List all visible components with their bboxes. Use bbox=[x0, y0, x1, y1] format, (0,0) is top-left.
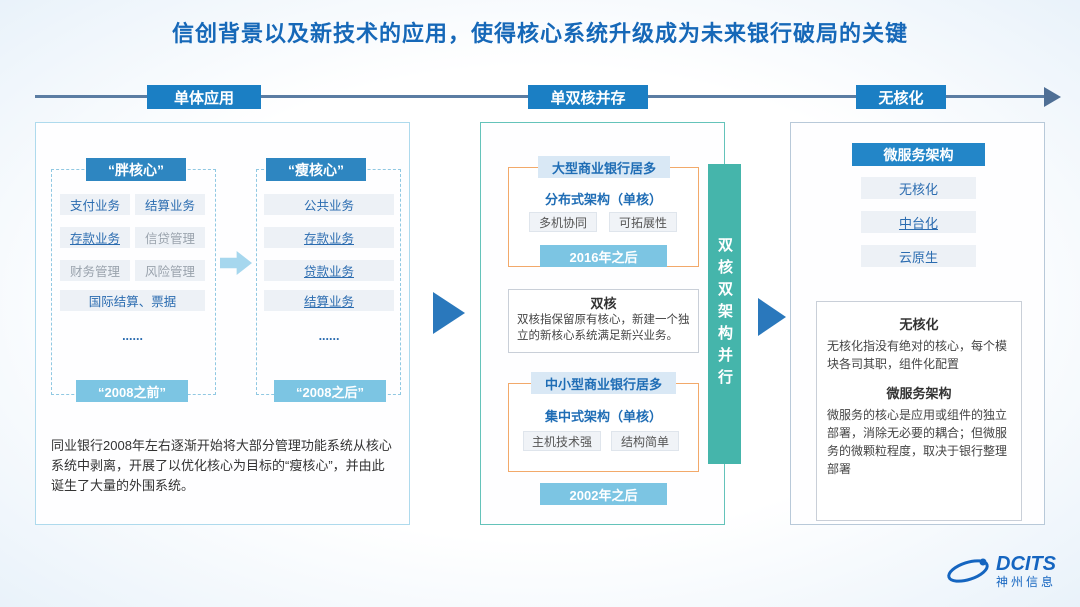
thin-core-item: 存款业务 bbox=[264, 227, 394, 248]
panel-dual-core: 大型商业银行居多 分布式架构（单核） 多机协同 可拓展性 2016年之后 双核 … bbox=[480, 122, 725, 525]
small-bank-feature: 结构简单 bbox=[611, 431, 679, 451]
small-bank-header: 中小型商业银行居多 bbox=[531, 372, 676, 394]
fat-core-item: 支付业务 bbox=[60, 194, 130, 215]
coreless-item: 无核化 bbox=[861, 177, 976, 199]
fat-core-item: 国际结算、票据 bbox=[60, 290, 205, 311]
stage-label-dual-core: 单双核并存 bbox=[528, 85, 648, 109]
dual-core-description: 双核指保留原有核心，新建一个独立的新核心系统满足新兴业务。 bbox=[517, 314, 690, 342]
thin-core-item: 结算业务 bbox=[264, 290, 394, 311]
coreless-item: 云原生 bbox=[861, 245, 976, 267]
dcits-company: 神州信息 bbox=[996, 575, 1057, 589]
fat-core-item: 信贷管理 bbox=[135, 227, 205, 248]
thin-core-item: 公共业务 bbox=[264, 194, 394, 215]
microservice-title: 微服务架构 bbox=[886, 386, 952, 401]
large-bank-period: 2016年之后 bbox=[540, 245, 667, 267]
coreless-item: 中台化 bbox=[861, 211, 976, 233]
large-bank-header: 大型商业银行居多 bbox=[538, 156, 670, 178]
large-bank-architecture: 分布式架构（单核） bbox=[544, 192, 662, 207]
fat-core-item: 风险管理 bbox=[135, 260, 205, 281]
small-bank-box bbox=[508, 383, 699, 472]
fat-core-period: “2008之前” bbox=[76, 380, 188, 402]
coreless-description: 无核化指没有绝对的核心，每个模块各司其职，组件化配置 bbox=[827, 339, 1008, 371]
dcits-brand: DCITS bbox=[996, 553, 1056, 575]
fat-core-item: 财务管理 bbox=[60, 260, 130, 281]
dual-architecture-banner: 双核双架构并行 bbox=[708, 164, 741, 464]
stage1-note: 同业银行2008年左右逐渐开始将大部分管理功能系统从核心系统中剥离，开展了以优化… bbox=[51, 438, 392, 494]
panel-coreless: 微服务架构 无核化 中台化 云原生 无核化 无核化指没有绝对的核心，每个模块各司… bbox=[790, 122, 1045, 525]
fat-core-title: “胖核心” bbox=[86, 158, 186, 181]
thin-core-item: 贷款业务 bbox=[264, 260, 394, 281]
thin-core-period: “2008之后” bbox=[274, 380, 386, 402]
dual-core-box: 双核 双核指保留原有核心，新建一个独立的新核心系统满足新兴业务。 bbox=[508, 289, 699, 353]
small-bank-architecture: 集中式架构（单核） bbox=[544, 409, 662, 424]
microservice-architecture-header: 微服务架构 bbox=[852, 143, 985, 166]
coreless-title: 无核化 bbox=[899, 317, 939, 332]
coreless-description-box: 无核化 无核化指没有绝对的核心，每个模块各司其职，组件化配置 微服务架构 微服务… bbox=[816, 301, 1022, 521]
flow-arrow-icon bbox=[758, 298, 786, 336]
arrowhead-icon bbox=[1044, 87, 1061, 107]
flow-arrow-icon bbox=[433, 292, 465, 334]
thin-core-title: “瘦核心” bbox=[266, 158, 366, 181]
small-bank-period: 2002年之后 bbox=[540, 483, 667, 505]
page-title: 信创背景以及新技术的应用，使得核心系统升级成为未来银行破局的关键 bbox=[171, 21, 908, 46]
dcits-logo-icon bbox=[947, 558, 989, 583]
dcits-logo: DCITS 神州信息 bbox=[945, 554, 1056, 588]
panel-monolithic: “胖核心” “瘦核心” 支付业务 结算业务 存款业务 信贷管理 财务管理 风险管… bbox=[35, 122, 410, 525]
large-bank-feature: 多机协同 bbox=[529, 212, 597, 232]
thin-core-ellipsis: ...... bbox=[318, 328, 340, 343]
fat-core-ellipsis: ...... bbox=[122, 328, 143, 343]
stage-label-monolithic: 单体应用 bbox=[147, 85, 261, 109]
fat-core-item: 结算业务 bbox=[135, 194, 205, 215]
fat-core-item: 存款业务 bbox=[60, 227, 130, 248]
dual-core-title: 双核 bbox=[590, 296, 617, 311]
small-bank-feature: 主机技术强 bbox=[523, 431, 601, 451]
dcits-logo-text: DCITS 神州信息 bbox=[996, 554, 1056, 588]
transition-arrow-icon bbox=[220, 251, 252, 275]
large-bank-feature: 可拓展性 bbox=[609, 212, 677, 232]
microservice-description: 微服务的核心是应用或组件的独立部署，消除无必要的耦合；但微服务的微颗粒程度，取决… bbox=[827, 408, 1008, 476]
stage-label-coreless: 无核化 bbox=[856, 85, 946, 109]
